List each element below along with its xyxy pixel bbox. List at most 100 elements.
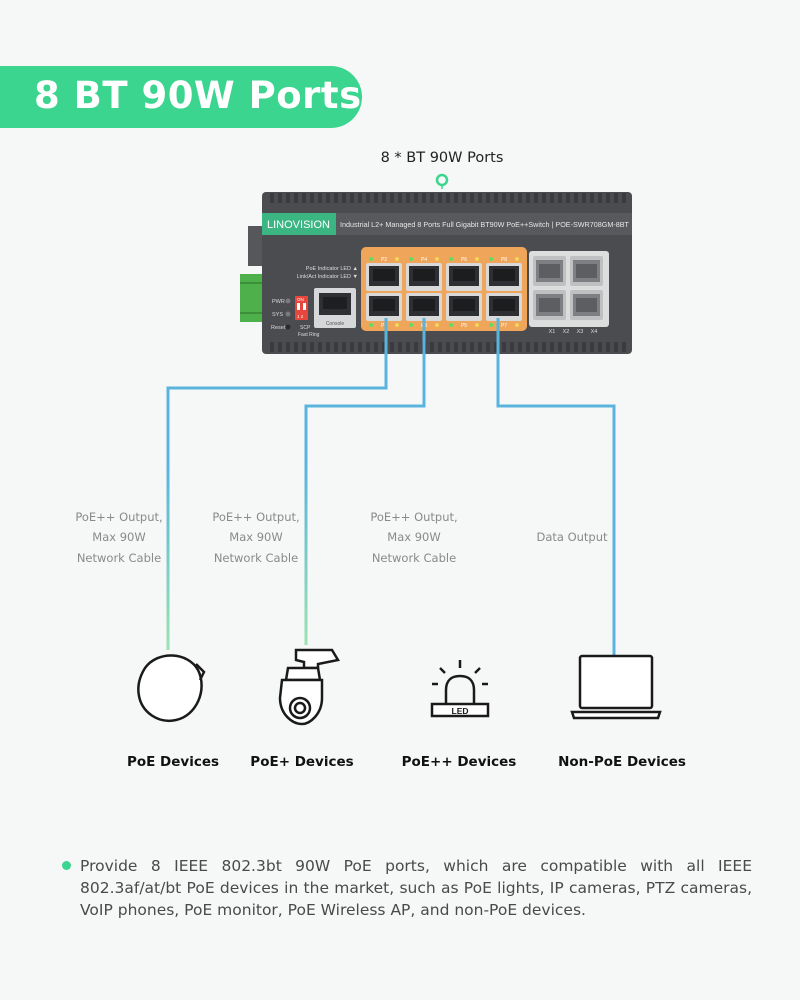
cooling-fin — [318, 342, 322, 352]
din-rail-clip — [248, 226, 264, 266]
cooling-fin — [486, 342, 490, 352]
cooling-fin — [590, 342, 594, 352]
port-led — [409, 323, 413, 327]
rj45-port-p7: P7 — [486, 293, 522, 329]
device-label-non-poe: Non-PoE Devices — [558, 754, 686, 770]
port-led — [395, 323, 399, 327]
cooling-fin — [358, 193, 362, 203]
sfp-label: X4 — [591, 329, 598, 335]
sfp-port-x1 — [533, 256, 566, 286]
port-led — [449, 323, 453, 327]
cooling-fin — [366, 342, 370, 352]
port-led — [435, 257, 439, 261]
cooling-fin — [606, 193, 610, 203]
model-line: Industrial L2+ Managed 8 Ports Full Giga… — [340, 220, 629, 229]
dip-on-label: ON — [297, 297, 304, 302]
sfp-label: X2 — [563, 329, 570, 335]
rj45-port-p4: P4 — [406, 257, 442, 291]
callout-dot — [435, 173, 449, 187]
cooling-fin — [310, 342, 314, 352]
port-led — [489, 257, 493, 261]
port-led — [409, 257, 413, 261]
conn-1-line1: PoE++ Output, — [75, 510, 162, 524]
pwr-led — [285, 298, 291, 304]
cooling-fin — [574, 342, 578, 352]
cooling-fin — [478, 193, 482, 203]
bullet-dot — [62, 861, 71, 870]
conn-4-line1: Data Output — [536, 530, 608, 544]
brand-strip — [262, 213, 632, 235]
device-label-poe-plus: PoE+ Devices — [250, 754, 353, 770]
cooling-fin — [590, 193, 594, 203]
cooling-fin — [286, 342, 290, 352]
cooling-fin — [454, 193, 458, 203]
cooling-fin — [470, 342, 474, 352]
led-icon-text: LED — [452, 706, 469, 716]
cooling-fin — [518, 342, 522, 352]
cooling-fin — [350, 342, 354, 352]
cooling-fin — [398, 193, 402, 203]
laptop-icon — [570, 654, 662, 720]
port-label: P1 — [381, 323, 387, 329]
port-led — [515, 323, 519, 327]
port-label: P4 — [421, 257, 427, 263]
cooling-fin — [390, 193, 394, 203]
sys-label: SYS — [272, 312, 283, 318]
feature-footnote: Provide 8 IEEE 802.3bt 90W PoE ports, wh… — [62, 855, 752, 921]
cooling-fin — [326, 342, 330, 352]
conn-1-line2: Max 90W — [92, 530, 145, 544]
cooling-fin — [598, 342, 602, 352]
conn-3-line3: Network Cable — [372, 551, 456, 565]
sfp-port-x3 — [533, 290, 566, 320]
port-label: P2 — [381, 257, 387, 263]
rj45-port-p1: P1 — [366, 293, 402, 329]
cooling-fin — [558, 193, 562, 203]
port-led — [449, 257, 453, 261]
cooling-fin — [382, 342, 386, 352]
cooling-fin — [374, 342, 378, 352]
cooling-fin — [278, 342, 282, 352]
conn-1-line3: Network Cable — [77, 551, 161, 565]
cooling-fin — [598, 193, 602, 203]
port-led — [489, 323, 493, 327]
console-port: Console — [314, 288, 356, 328]
cooling-fin — [510, 342, 514, 352]
cooling-fin — [494, 193, 498, 203]
cooling-fin — [278, 193, 282, 203]
pwr-label: PWR — [272, 299, 285, 305]
conn-3-line2: Max 90W — [387, 530, 440, 544]
cooling-fin — [334, 193, 338, 203]
dip-numbers: 1 2 — [297, 314, 304, 319]
conn-2-line2: Max 90W — [229, 530, 282, 544]
cooling-fin — [414, 193, 418, 203]
led-light-icon: LED — [430, 660, 490, 718]
footnote-text: Provide 8 IEEE 802.3bt 90W PoE ports, wh… — [80, 857, 752, 919]
cooling-fin — [622, 193, 626, 203]
cooling-fin — [510, 193, 514, 203]
scp-label: SCP — [300, 325, 311, 331]
conn-2-line1: PoE++ Output, — [212, 510, 299, 524]
cooling-fin — [398, 342, 402, 352]
cooling-fin — [334, 342, 338, 352]
cooling-fin — [270, 342, 274, 352]
cooling-fin — [414, 342, 418, 352]
cooling-fin — [566, 342, 570, 352]
cooling-fin — [342, 193, 346, 203]
cooling-fin — [574, 193, 578, 203]
cooling-fin — [582, 342, 586, 352]
cooling-fin — [382, 193, 386, 203]
sfp-port-x4 — [570, 290, 603, 320]
cooling-fin — [478, 342, 482, 352]
cooling-fin — [502, 193, 506, 203]
cooling-fin — [470, 193, 474, 203]
cooling-fin — [558, 342, 562, 352]
port-led — [515, 257, 519, 261]
device-label-poe-plusplus: PoE++ Devices — [402, 754, 517, 770]
rj45-port-p3: P3 — [406, 293, 442, 329]
port-led — [395, 257, 399, 261]
cooling-fin — [302, 193, 306, 203]
reset-button — [285, 324, 291, 330]
poe-led-label: PoE Indicator LED ▲ — [306, 266, 358, 272]
rj45-port-p6: P6 — [446, 257, 482, 291]
